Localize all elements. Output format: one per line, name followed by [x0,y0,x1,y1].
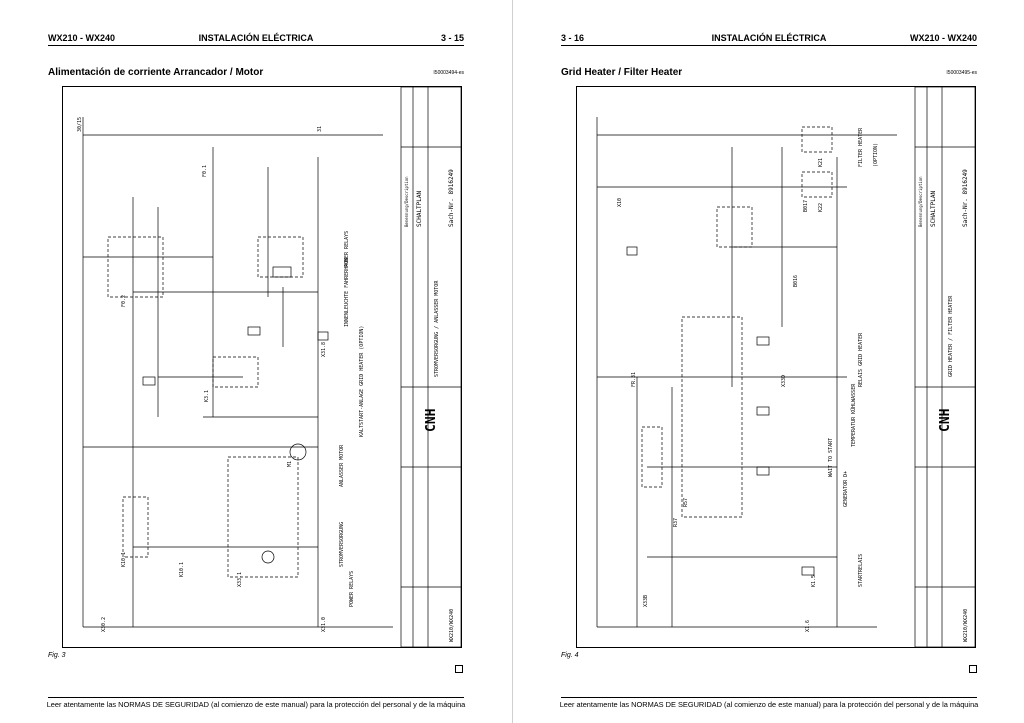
label-m1: M1 [287,461,293,467]
label-k3-1: K3.1 [204,390,210,402]
header-divider [48,45,464,46]
page-footer: Leer atentamente las NORMAS DE SEGURIDAD… [559,700,979,709]
title-block-part-no: Sach-Nr. 8916249 [962,169,969,227]
wiring-diagram-drawing: STROMVERSORGUNG POWER RELAYS ANLASSER MO… [77,86,462,648]
title-block-part-no: Sach-Nr. 8916249 [448,169,455,227]
label-x31-0: X31.0 [321,617,327,632]
label-k22: K22 [818,203,824,212]
label-power-relays-1: POWER RELAYS [349,571,355,607]
label-k10-1-b: K10.1 [179,562,185,577]
label-r57: R57 [683,498,689,507]
page-title: Grid Heater / Filter Heater [561,67,683,78]
title-block-model: WX210/WX240 [963,609,969,642]
title-block-schaltplan: SCHALTPLAN [416,190,423,227]
label-x10: X10 [617,198,623,207]
page-marker-square [969,665,977,673]
figure-caption: Fig. 4 [561,652,579,659]
page-header: WX210 - WX240 INSTALACIÓN ELÉCTRICA 3 - … [48,33,464,45]
header-page-number: 3 - 15 [440,33,464,43]
label-option: (OPTION) [873,143,879,167]
label-x30-2: X30.2 [101,617,107,632]
label-kaltstart: KALTSTART-ANLAGE GRID HEATER (OPTION) [359,326,365,437]
title-block-schaltplan: SCHALTPLAN [930,190,937,227]
page-marker-square [455,665,463,673]
label-f0-2: F0.2 [121,295,127,307]
label-innenleuchte: INNENLEUCHTE FAHRERHAUS [344,258,350,327]
label-x1-6: X1.6 [805,620,811,632]
header-section: INSTALACIÓN ELÉCTRICA [198,33,314,43]
label-30-15: 30/15 [77,117,83,132]
wiring-diagram-drawing: STARTRELAIS GENERATOR D+ WAIT TO START T… [596,86,976,648]
label-temperatur: TEMPERATUR KÜHLWASSER [850,383,857,447]
header-model: WX210 - WX240 [909,33,977,43]
title-block-subject: STROMVERSORGUNG / ANLASSER MOTOR [434,280,440,377]
label-x33-1: X33.1 [237,572,243,587]
title-block-subject: GRID HEATER / FILTER HEATER [948,295,954,377]
cnh-logo: CNH [938,409,953,432]
footer-divider [561,697,977,698]
label-x33b: X33B [643,595,649,607]
label-filter-heater: FILTER HEATER [858,127,864,167]
wiring-diagram: STROMVERSORGUNG POWER RELAYS ANLASSER MO… [62,86,462,648]
label-f0-1: F0.1 [202,165,208,177]
header-page-number: 3 - 16 [561,33,585,43]
cnh-logo: CNH [424,409,439,432]
label-stromversorgung: STROMVERSORGUNG [339,522,345,567]
label-b016: B016 [793,275,799,287]
header-divider [561,45,977,46]
label-x31-8: X31.8 [321,342,327,357]
label-anlasser-motor: ANLASSER MOTOR [339,444,345,487]
label-relais-grid-heater: RELAIS GRID HEATER [858,332,864,387]
document-id: I50003494-es [433,70,464,76]
page-title: Alimentación de corriente Arrancador / M… [48,67,264,78]
label-k21: K21 [818,158,824,167]
label-k10-1: K10.1 [121,552,127,567]
right-page: 3 - 16 INSTALACIÓN ELÉCTRICA WX210 - WX2… [512,0,1024,723]
label-startrelais: STARTRELAIS [858,554,864,587]
label-b017: B017 [803,200,809,212]
title-block-description: Benennung/Description [918,176,923,227]
page-header: 3 - 16 INSTALACIÓN ELÉCTRICA WX210 - WX2… [561,33,977,45]
page-footer: Leer atentamente las NORMAS DE SEGURIDAD… [46,700,466,709]
left-page: WX210 - WX240 INSTALACIÓN ELÉCTRICA 3 - … [46,33,466,709]
label-x33d: X33D [781,375,787,387]
header-section: INSTALACIÓN ELÉCTRICA [711,33,827,43]
document-id: I50003495-es [946,70,977,76]
title-block-description: Benennung/Description [404,176,409,227]
footer-divider [48,697,464,698]
label-power-relays-2: POWER RELAYS [344,231,350,267]
label-r37: R37 [673,518,679,527]
label-k1-5: K1.5 [811,575,817,587]
label-fr-31: FR.31 [631,372,637,387]
title-block-model: WX210/WX240 [449,609,455,642]
label-31: 31 [317,126,323,132]
header-model: WX210 - WX240 [48,33,116,43]
figure-caption: Fig. 3 [48,652,66,659]
label-wait-to-start: WAIT TO START [828,438,834,477]
label-generator: GENERATOR D+ [843,471,849,507]
wiring-diagram: STARTRELAIS GENERATOR D+ WAIT TO START T… [576,86,976,648]
